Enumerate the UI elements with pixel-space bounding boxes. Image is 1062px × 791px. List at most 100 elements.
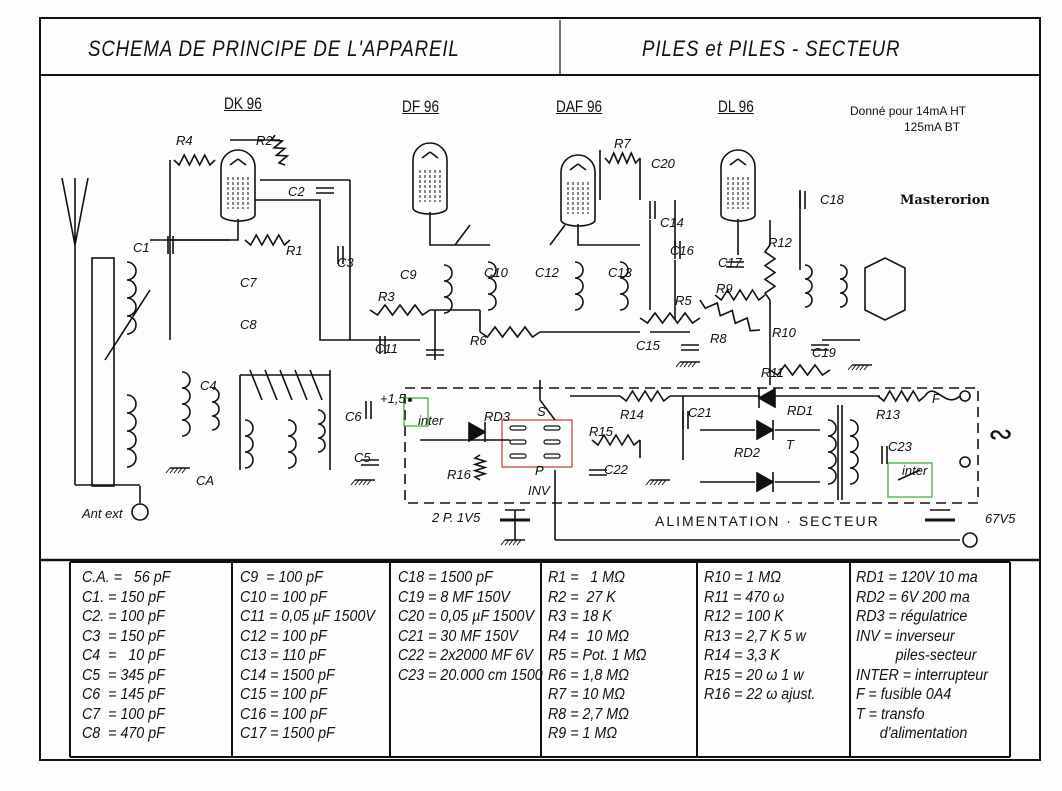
switch-contact [543,453,561,459]
tuning-arrow [104,289,151,361]
parts-entry: R12 = 100 K [704,608,784,625]
resistor-symbol [769,363,831,377]
coil-symbol [849,419,859,485]
note-line2: 125mA BT [904,120,961,134]
tube-filament [229,158,239,166]
ground-icon [512,539,518,546]
resistor-symbol [714,288,766,302]
coil-symbol [126,394,137,468]
coil-symbol [244,419,254,469]
parts-entry: R16 = 22 ω ajust. [704,686,816,703]
parts-entry: C5 = 345 pF [82,666,165,684]
label-p: P [535,463,544,478]
parts-entry: C16 = 100 pF [240,705,327,723]
parts-entry: T = transfo [856,705,925,723]
resistor-symbol [877,389,926,403]
tube-filament [421,151,431,159]
label-f: F [932,391,940,406]
ground-icon [863,364,869,371]
label-r6: R6 [470,333,487,348]
ground-icon [181,467,187,474]
ground-icon [504,539,510,546]
ground-icon [366,479,372,486]
highlight-inter-1 [403,397,429,427]
ground-icon [679,361,685,368]
label-c16: C16 [670,243,694,258]
wire [169,199,420,341]
ground-icon [851,364,857,371]
resistor-symbol [369,303,431,317]
tube-filament [429,151,439,159]
label-c17: C17 [718,255,742,270]
ground-icon [169,467,175,474]
resistor-symbol [619,389,671,403]
resistor-symbol [472,454,488,481]
ground-icon [661,479,667,486]
label-c3: C3 [337,255,354,270]
switch-lever [897,469,921,481]
title-right: PILES et PILES - SECTEUR [642,36,901,61]
label-c14: C14 [660,215,684,230]
coil-symbol [804,264,813,308]
label-antext: Ant ext [82,506,123,521]
tube-label-dk96: DK 96 [224,94,262,113]
coil-symbol [211,387,220,431]
label-c22: C22 [604,462,628,477]
parts-entry: C8 = 470 pF [82,725,165,742]
label-rd3: RD3 [484,409,511,424]
resistor-symbol [699,299,761,332]
ground-icon [675,361,681,368]
tube-label-df96: DF 96 [402,97,440,116]
parts-entry: RD1 = 120V 10 ma [856,569,978,586]
coil-symbol [181,371,191,437]
parts-entry: R6 = 1,8 MΩ [548,666,630,684]
label-rd2: RD2 [734,445,761,460]
label-rd1: RD1 [787,403,814,418]
ground-icon [177,467,183,474]
wire [577,224,640,246]
parts-entry: R14 = 3,3 K [704,647,780,664]
parts-entry: C22 = 2x2000 MF 6V [398,647,533,664]
parts-entry: R5 = Pot. 1 MΩ [548,647,647,664]
parts-entry: C15 = 100 pF [240,686,327,703]
label-r13: R13 [876,407,900,422]
parts-entry: R4 = 10 MΩ [548,627,630,645]
parts-entry: C2. = 100 pF [82,608,165,625]
label-c7: C7 [240,275,257,290]
label-inter1: inter [418,413,444,428]
label-r2: R2 [256,133,273,148]
switch-contact [509,439,527,445]
label-c6: C6 [345,409,362,424]
parts-entry: R10 = 1 MΩ [704,569,782,586]
coil-symbol [827,419,837,485]
ground-icon [165,467,171,474]
tube-envelope [720,149,756,222]
parts-entry: C.A. = 56 pF [82,569,171,586]
coil-symbol [287,419,297,469]
parts-entry: C13 = 110 pF [240,647,326,664]
fuse-symbol [924,390,961,401]
parts-entry: C3 = 150 pF [82,627,165,645]
coil-symbol [574,261,584,311]
ground-icon [691,361,697,368]
ground-icon [847,364,853,371]
speaker-icon [864,257,906,321]
parts-entry: INV = inverseur [856,627,955,645]
parts-entry: RD2 = 6V 200 ma [856,588,970,606]
ant-ext-terminal [131,503,149,521]
wire [539,399,556,421]
resistor-symbol [604,151,641,165]
switch-contact [543,439,561,445]
label-c20: C20 [651,156,675,171]
ground-icon [683,361,689,368]
ground-icon [362,479,368,486]
label-r14: R14 [620,407,644,422]
ground-icon [859,364,865,371]
node [408,398,412,402]
label-v675: 67V5 [985,511,1016,526]
terminal [959,390,971,402]
parts-entry: R1 = 1 MΩ [548,569,626,586]
